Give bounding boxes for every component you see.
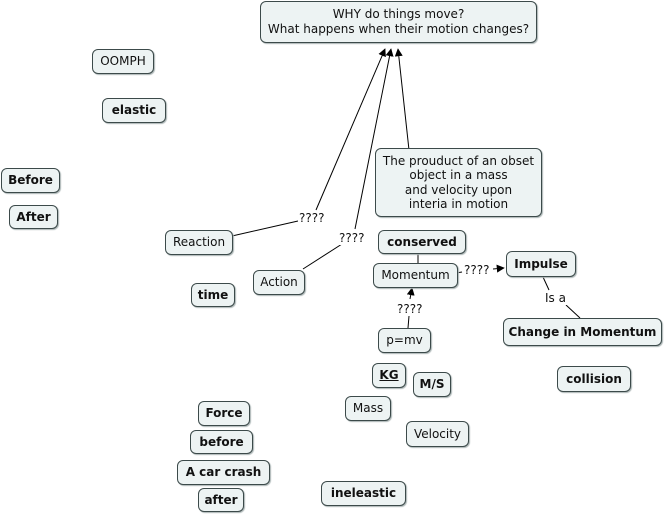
link-reaction-to-question [315,48,386,211]
impulse-is-a-link-label: Is a [544,291,567,305]
p-equals-mv-node[interactable]: p=mv [378,328,431,353]
link-isa-to-change [565,304,581,319]
inelastic-node[interactable]: ineleastic [321,481,406,506]
link-reaction-to-label [231,220,299,237]
after-capitalized-node[interactable]: After [9,205,58,229]
before-capitalized-node[interactable]: Before [1,168,60,193]
link-action-to-label [302,243,343,270]
change-in-momentum-node[interactable]: Change in Momentum [503,318,662,346]
link-impulse-to-isa [542,276,550,291]
link-label-to-impulse [492,264,505,273]
before-node[interactable]: before [190,430,253,454]
time-node[interactable]: time [191,283,235,307]
conserved-node[interactable]: conserved [378,230,466,254]
collision-node[interactable]: collision [557,366,631,392]
link-action-to-question [354,48,394,230]
action-node[interactable]: Action [253,270,305,295]
link-pmv-to-label [407,315,410,329]
elastic-node[interactable]: elastic [102,98,166,123]
mass-node[interactable]: Mass [345,396,391,421]
link-label-to-momentum [406,287,415,300]
force-node[interactable]: Force [198,401,250,426]
momentum-impulse-link-label: ???? [463,263,491,277]
meters-per-second-node[interactable]: M/S [413,372,451,397]
velocity-node[interactable]: Velocity [406,421,469,447]
kg-node[interactable]: KG [372,363,406,388]
action-link-label: ???? [338,231,366,245]
oomph-node[interactable]: OOMPH [92,49,154,74]
reaction-link-label: ???? [298,211,326,225]
definition-node[interactable]: The prouduct of an obset object in a mas… [375,148,542,217]
pmv-momentum-link-label: ???? [396,302,424,316]
link-definition-to-question [394,48,410,151]
reaction-node[interactable]: Reaction [165,230,233,255]
car-crash-node[interactable]: A car crash [177,460,270,485]
after-node[interactable]: after [198,488,244,512]
impulse-node[interactable]: Impulse [506,251,576,277]
main-question-node[interactable]: WHY do things move? What happens when th… [260,1,537,43]
momentum-node[interactable]: Momentum [373,263,458,288]
